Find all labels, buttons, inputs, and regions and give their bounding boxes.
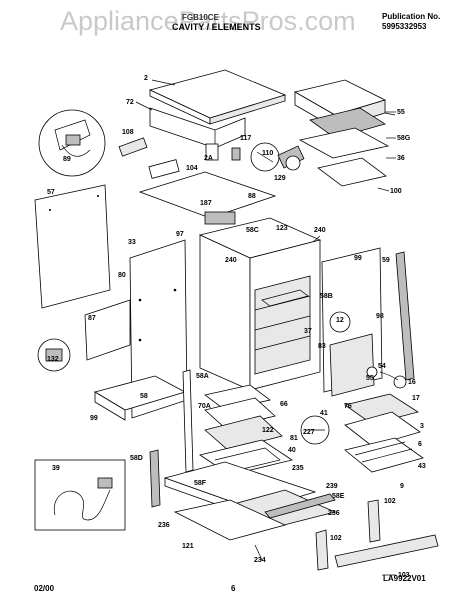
callout-label: 58 [140,393,148,400]
callout-label: 132 [47,356,59,363]
callout-label: 97 [176,231,184,238]
callout-label: 58D [130,455,143,462]
callout-label: 43 [418,463,426,470]
bottom-panel [93,375,187,421]
callout-label: 59 [382,257,390,264]
callout-label: 76 [344,403,352,410]
callout-label: 236 [328,510,340,517]
callout-label: 122 [262,427,274,434]
callout-label: 236 [158,522,170,529]
callout-label: 98 [376,313,384,320]
detail-circle-89 [38,109,106,177]
callout-label: 129 [274,175,286,182]
callout-label: 110 [262,150,273,157]
callout-label: 58G [397,135,411,142]
callout-label: 3 [420,423,424,430]
callout-label: 88 [248,193,256,200]
detail-circle-132 [37,338,71,372]
publication-block: Publication No. 5995332953 [382,12,440,32]
callout-label: 80 [118,272,126,279]
callout-label: 37 [304,328,312,335]
oven-cavity [198,217,322,391]
control-housing [293,79,396,187]
callout-labels: 2 72 117 108 2A 104 89 110 129 187 88 58… [47,75,426,579]
callout-label: 55 [366,375,374,382]
callout-label: 54 [378,363,386,370]
callout-label: 121 [182,543,194,550]
callout-label: 58A [196,373,209,380]
bottom-plate [173,493,336,541]
callout-label: 6 [418,441,422,448]
callout-label: 100 [390,188,402,195]
callout-label: 58C [246,227,259,234]
element-bracket [118,137,241,179]
callout-label: 2 [144,75,148,82]
callout-label: 99 [354,255,362,262]
callout-label: 104 [186,165,198,172]
trim-bar-103 [334,534,439,568]
callout-label: 58B [320,293,333,300]
callout-label: 40 [288,447,296,454]
section-title: CAVITY / ELEMENTS [172,22,261,32]
callout-label: 9 [400,483,404,490]
callout-label: 17 [412,395,420,402]
callout-label: 99 [90,415,98,422]
callout-label: 240 [225,257,237,264]
callout-label: 58F [194,480,207,487]
top-panel [148,69,287,125]
oven-racks [344,393,424,473]
callout-label: 187 [200,200,212,207]
callout-label: 57 [47,189,55,196]
callout-label: 58E [332,493,345,500]
footer-drawing-id: LA9922V01 [383,574,426,583]
side-panel-left [84,239,188,419]
callout-label: 83 [318,343,326,350]
leader-lines [135,79,396,576]
callout-label: 33 [128,239,136,246]
callout-label: 16 [408,379,416,386]
callout-label: 123 [276,225,288,232]
callout-label: 102 [384,498,396,505]
watermark-text: AppliancePartsPros.com [60,6,356,36]
callout-label: 12 [336,317,344,324]
callout-label: 89 [63,156,71,163]
callout-label: 227 [303,429,315,436]
door-frame [321,247,383,397]
callout-label: 240 [314,227,326,234]
vertical-trims [149,369,194,508]
cavity-top-shield [138,171,277,225]
trim-strip-59 [395,251,415,381]
model-code: FGB10CE [182,13,219,22]
broil-element [261,289,309,307]
callout-label: 55 [397,109,405,116]
callout-label: 72 [126,99,134,106]
callout-label: 235 [292,465,304,472]
callout-label: 239 [326,483,338,490]
callout-label: 70A [198,403,211,410]
rack-strips [315,499,381,571]
publication-label: Publication No. [382,12,441,21]
callout-label: 66 [280,401,288,408]
callout-label: 81 [290,435,298,442]
back-cover [34,184,111,309]
callout-label: 39 [52,465,60,472]
bake-element [199,384,293,476]
callout-label: 41 [320,410,328,417]
footer-page: 6 [231,584,236,593]
callout-label: 103 [398,572,410,579]
detail-circle-227 [300,415,330,445]
callout-label: 87 [88,315,96,322]
sensor-components [366,366,407,389]
callout-label: 102 [330,535,342,542]
callout-label: 36 [397,155,405,162]
callout-label: 117 [240,135,251,142]
power-cord-detail [34,459,126,531]
callout-label: 2A [204,155,213,162]
callout-label: 234 [254,557,266,564]
detail-circle-110 [250,142,305,172]
footer-date: 02/00 [34,584,55,593]
callout-label: 108 [122,129,134,136]
publication-number: 5995332953 [382,22,427,31]
